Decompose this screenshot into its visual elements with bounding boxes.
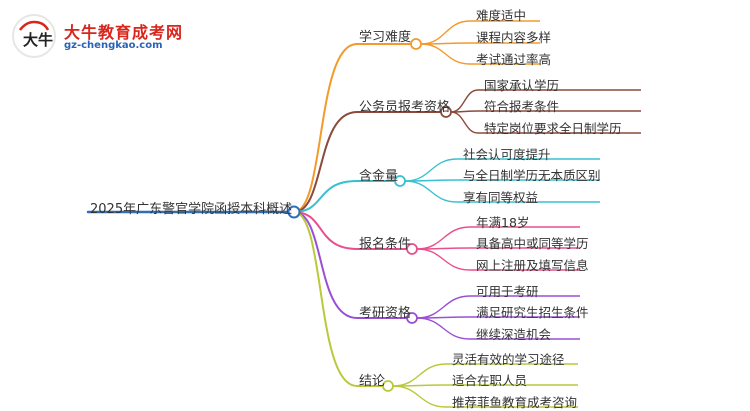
leaf-label: 难度适中 [476, 8, 527, 23]
leaf-connector [416, 317, 471, 340]
branch-connector [293, 43, 358, 213]
leaf-label: 社会认可度提升 [463, 147, 551, 162]
branch-label-civil-service: 公务员报考资格 [359, 100, 451, 115]
leaf-label: 推荐菲鱼教育成考咨询 [452, 395, 578, 410]
branch-node-icon [410, 38, 422, 50]
branch-label-postgrad: 考研资格 [359, 306, 412, 321]
root-node-label: 2025年广东警官学院函授本科概述 [90, 202, 293, 217]
leaf-label: 考试通过率高 [476, 52, 552, 67]
leaf-connector [404, 180, 458, 203]
branch-connector [293, 211, 358, 387]
leaf-connector [416, 248, 471, 271]
leaf-connector [392, 363, 447, 387]
branch-label-difficulty: 学习难度 [359, 30, 412, 45]
site-url: gz-chengkao.com [64, 40, 163, 51]
leaf-connector [392, 385, 447, 408]
branch-label-requirements: 报名条件 [359, 237, 412, 252]
logo-badge-glyph: 大牛 [23, 31, 53, 49]
branch-connector [293, 180, 358, 213]
leaf-connector [450, 89, 479, 113]
leaf-connector [416, 295, 471, 319]
leaf-label: 国家承认学历 [484, 78, 560, 93]
leaf-label: 适合在职人员 [452, 373, 528, 388]
leaf-label: 可用于考研 [476, 284, 539, 299]
branch-connector [293, 211, 358, 319]
branch-connector [293, 211, 358, 250]
leaf-label: 与全日制学历无本质区别 [463, 168, 601, 183]
leaf-label: 继续深造机会 [476, 327, 552, 342]
leaf-label: 特定岗位要求全日制学历 [484, 121, 622, 136]
leaf-label: 满足研究生招生条件 [476, 305, 589, 320]
leaf-label: 网上注册及填写信息 [476, 258, 589, 273]
leaf-connector [420, 20, 471, 45]
leaf-label: 具备高中或同等学历 [476, 236, 589, 251]
branch-label-conclusion: 结论 [359, 374, 386, 389]
leaf-label: 享有同等权益 [463, 190, 539, 205]
leaf-label: 课程内容多样 [476, 30, 552, 45]
leaf-label: 年满18岁 [476, 215, 530, 230]
leaf-connector [404, 158, 458, 182]
branch-connector [293, 111, 358, 213]
leaf-connector [450, 111, 479, 134]
root-node-icon [287, 205, 301, 219]
leaf-label: 符合报考条件 [484, 99, 560, 114]
branch-label-value: 含金量 [359, 169, 399, 184]
leaf-connector [420, 43, 471, 65]
site-name: 大牛教育成考网 [64, 23, 184, 42]
logo-badge-icon: 大牛 [12, 14, 56, 58]
leaf-connector [416, 226, 471, 250]
leaf-label: 灵活有效的学习途径 [452, 352, 565, 367]
